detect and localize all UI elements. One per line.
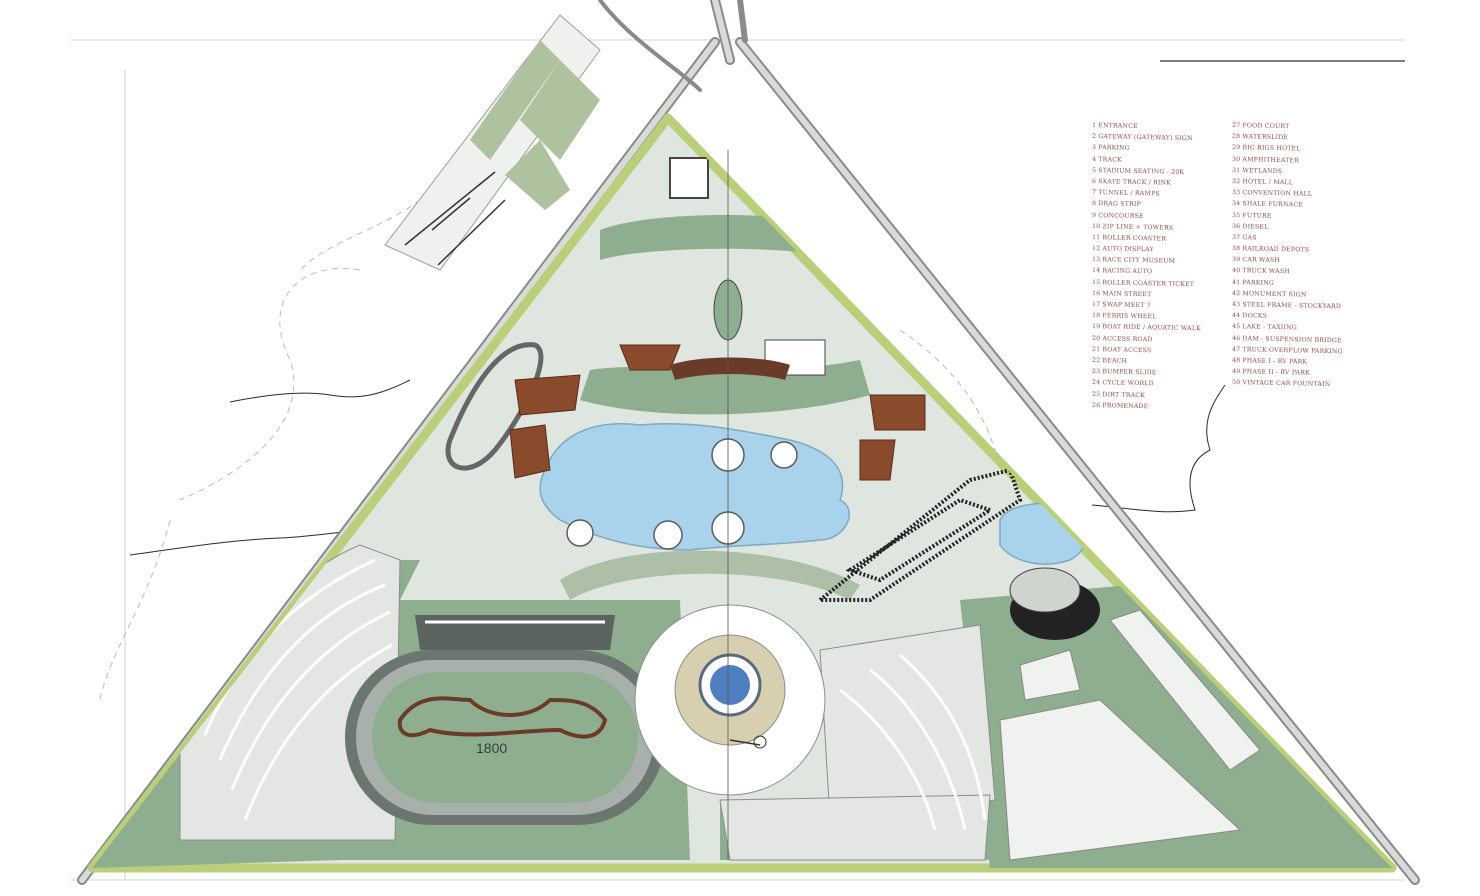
attraction-buildings [509, 344, 926, 481]
rv-park [999, 609, 1261, 861]
offsite-parking-lot [384, 14, 601, 271]
oval-race-track [345, 615, 665, 825]
central-hub [634, 604, 826, 796]
track-length-label: 1800 [476, 740, 508, 756]
parking-east [719, 624, 996, 861]
legend-item: 26 PROMENADE [1091, 401, 1149, 410]
ferris-wheel-site [1009, 567, 1100, 640]
main-lake [539, 422, 851, 551]
roller-coaster-track [814, 467, 1023, 602]
legend-item: 50 VINTAGE CAR FOUNTAIN [1231, 379, 1331, 389]
